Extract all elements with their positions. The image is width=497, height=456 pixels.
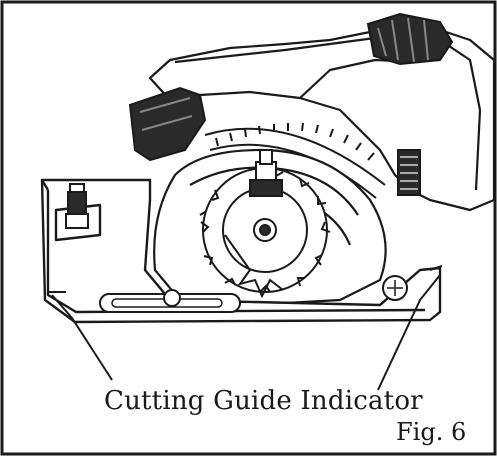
handle-grip xyxy=(366,12,454,66)
saw-blade xyxy=(200,167,331,299)
depth-scale xyxy=(204,122,386,199)
side-vent xyxy=(397,149,421,196)
figure-number: Fig. 6 xyxy=(396,418,467,446)
front-bolt xyxy=(163,275,408,307)
trigger-grip xyxy=(128,86,207,162)
spindle-lock xyxy=(249,149,283,197)
cutting-guide-indicator-label: Cutting Guide Indicator xyxy=(104,386,423,416)
leader-line-left xyxy=(51,294,113,381)
leader-line-right xyxy=(377,274,441,391)
leader-lines xyxy=(48,265,443,391)
depth-knob xyxy=(65,183,89,229)
